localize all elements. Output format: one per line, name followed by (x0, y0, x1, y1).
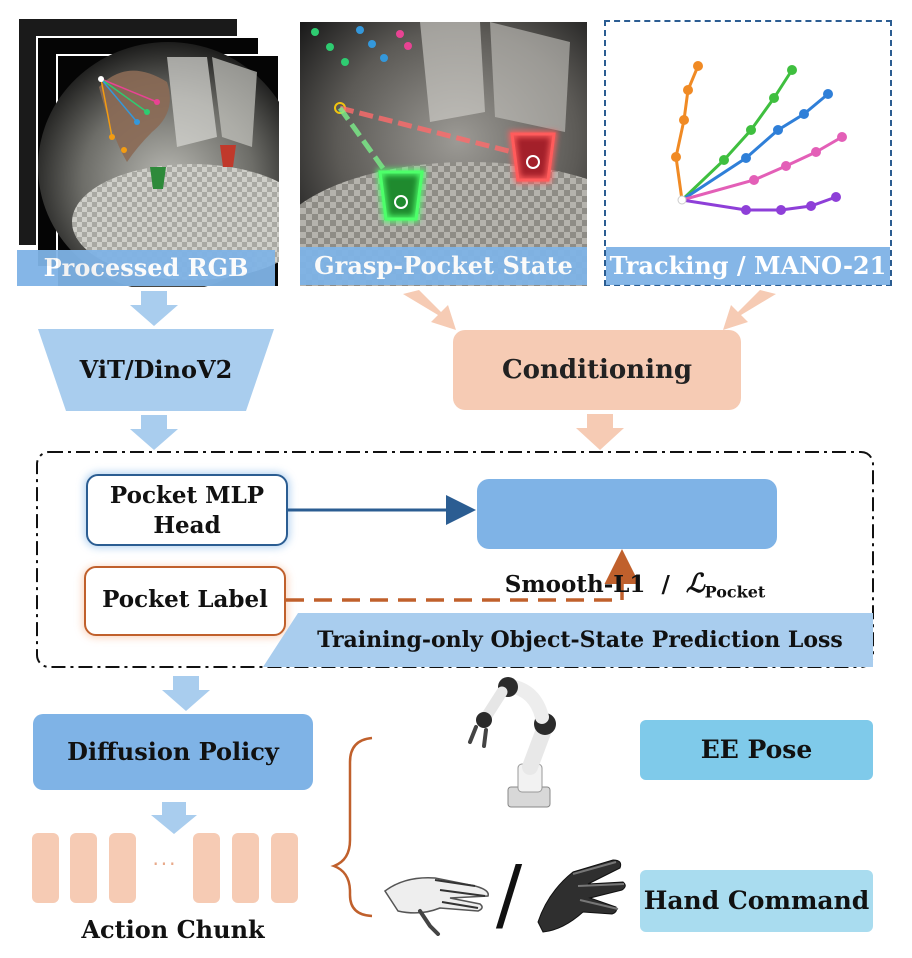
training-banner-text: Training-only Object-State Prediction Lo… (317, 627, 843, 653)
robot-arm-icon (468, 677, 556, 808)
training-block-frame (36, 451, 874, 668)
rgb-caption-bar: Processed RGB (17, 250, 275, 286)
tracking-skeleton-image (671, 61, 847, 215)
rgb-stack (17, 17, 279, 287)
diffusion-policy-box: Diffusion Policy (33, 714, 313, 790)
conditioning-label: Conditioning (501, 355, 693, 385)
diffusion-policy-label: Diffusion Policy (67, 737, 279, 766)
robot-hand-dark-icon (537, 859, 626, 933)
hand-command-label: Hand Command (643, 886, 870, 915)
arrow-block-to-policy (162, 676, 210, 711)
pocket-label-box: Pocket Label (84, 566, 286, 636)
rgb-frames-image (17, 17, 279, 287)
hands-slash: / (495, 850, 523, 940)
arrow-encoder-to-block (130, 415, 178, 450)
action-chunk-bars (32, 833, 298, 903)
grasp-caption-bar: Grasp-Pocket State (300, 247, 587, 285)
loss-box: Smooth-L1 / ℒPocket (477, 479, 777, 602)
loss-symbol: ℒ (685, 569, 705, 599)
loss-prefix: Smooth-L1 / (504, 571, 686, 598)
pocket-label-text: Pocket Label (102, 586, 268, 613)
rgb-caption: Processed RGB (43, 253, 249, 282)
pocket-mlp-head-line1: Pocket MLP (109, 482, 265, 509)
action-chunk-ellipsis: ··· (152, 852, 178, 876)
curly-brace (330, 736, 373, 918)
loss-subscript: Pocket (704, 582, 766, 602)
encoder-trapezoid (38, 329, 274, 411)
grasp-caption: Grasp-Pocket State (314, 251, 573, 280)
hand-command-box: Hand Command (640, 870, 873, 932)
robot-hand-white-icon (383, 877, 489, 936)
action-chunk-caption: Action Chunk (81, 915, 265, 944)
pocket-mlp-head-line2: Head (153, 512, 221, 539)
ee-pose-label: EE Pose (700, 735, 813, 764)
arrow-tracking-to-conditioning (723, 290, 776, 330)
tracking-caption-bar: Tracking / MANO-21 (606, 247, 890, 285)
arrow-grasp-to-conditioning (403, 290, 456, 330)
pocket-mlp-head-box: Pocket MLP Head (86, 474, 288, 546)
conditioning-box: Conditioning (453, 330, 741, 410)
arrow-rgb-to-encoder (130, 291, 178, 326)
tracking-caption: Tracking / MANO-21 (609, 251, 887, 280)
arrow-label-to-loss (286, 549, 640, 602)
tracking-panel (604, 20, 892, 286)
training-banner-bg (263, 613, 873, 667)
arrow-policy-to-chunk (151, 802, 197, 834)
arrow-conditioning-to-block (576, 414, 624, 450)
encoder-label: ViT/DinoV2 (79, 355, 233, 384)
ee-pose-box: EE Pose (640, 720, 873, 780)
